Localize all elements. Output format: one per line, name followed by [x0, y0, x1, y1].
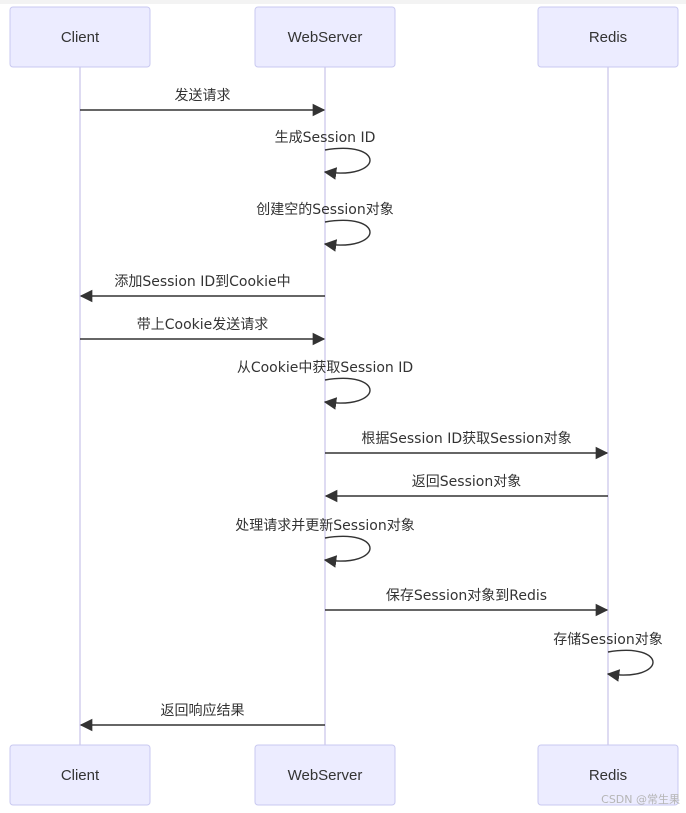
- message-label: 创建空的Session对象: [256, 202, 393, 218]
- actor-box: [9, 6, 151, 68]
- message-label: 返回Session对象: [412, 474, 521, 490]
- actor-redis-bottom: Redis: [537, 744, 679, 806]
- actor-client-top: Client: [9, 6, 151, 68]
- message-label: 带上Cookie发送请求: [137, 317, 269, 333]
- actor-webserver-top: WebServer: [254, 6, 396, 68]
- actor-redis-top: Redis: [537, 6, 679, 68]
- top-border: [0, 0, 686, 4]
- self-loop-arrow: [606, 649, 654, 682]
- watermark: CSDN @常生果: [601, 793, 680, 806]
- message-label: 生成Session ID: [275, 130, 376, 146]
- message-8: 返回Session对象: [324, 474, 608, 503]
- message-label: 处理请求并更新Session对象: [235, 518, 414, 534]
- message-3: 创建空的Session对象: [256, 202, 394, 252]
- actor-label: Redis: [589, 29, 627, 46]
- actor-client-bottom: Client: [9, 744, 151, 806]
- self-loop-arrow: [323, 377, 371, 410]
- self-loop-arrow: [323, 147, 371, 180]
- actor-box: [9, 744, 151, 806]
- message-label: 添加Session ID到Cookie中: [114, 274, 290, 290]
- message-label: 返回响应结果: [161, 702, 245, 719]
- actor-box: [537, 744, 679, 806]
- message-11: 存储Session对象: [553, 632, 663, 682]
- actor-label: Client: [61, 29, 100, 46]
- message-10: 保存Session对象到Redis: [325, 588, 609, 617]
- lifelines: [79, 67, 609, 745]
- message-label: 根据Session ID获取Session对象: [361, 431, 571, 447]
- actor-label: WebServer: [288, 29, 363, 46]
- message-2: 生成Session ID: [275, 130, 376, 180]
- message-12: 返回响应结果: [79, 702, 325, 732]
- message-label: 保存Session对象到Redis: [386, 588, 547, 604]
- message-1: 发送请求: [80, 88, 326, 117]
- message-label: 发送请求: [175, 88, 231, 104]
- message-6: 从Cookie中获取Session ID: [237, 360, 413, 410]
- self-loop-arrow: [323, 219, 371, 252]
- actor-box: [254, 6, 396, 68]
- actor-label: Redis: [589, 767, 627, 784]
- actor-label: Client: [61, 767, 100, 784]
- message-5: 带上Cookie发送请求: [80, 317, 326, 346]
- self-loop-arrow: [323, 535, 371, 568]
- message-9: 处理请求并更新Session对象: [235, 518, 415, 568]
- message-7: 根据Session ID获取Session对象: [325, 431, 609, 460]
- actor-webserver-bottom: WebServer: [254, 744, 396, 806]
- message-label: 从Cookie中获取Session ID: [237, 360, 413, 376]
- message-label: 存储Session对象: [553, 632, 662, 648]
- actor-box: [254, 744, 396, 806]
- message-4: 添加Session ID到Cookie中: [79, 274, 325, 303]
- actor-label: WebServer: [288, 767, 363, 784]
- actor-box: [537, 6, 679, 68]
